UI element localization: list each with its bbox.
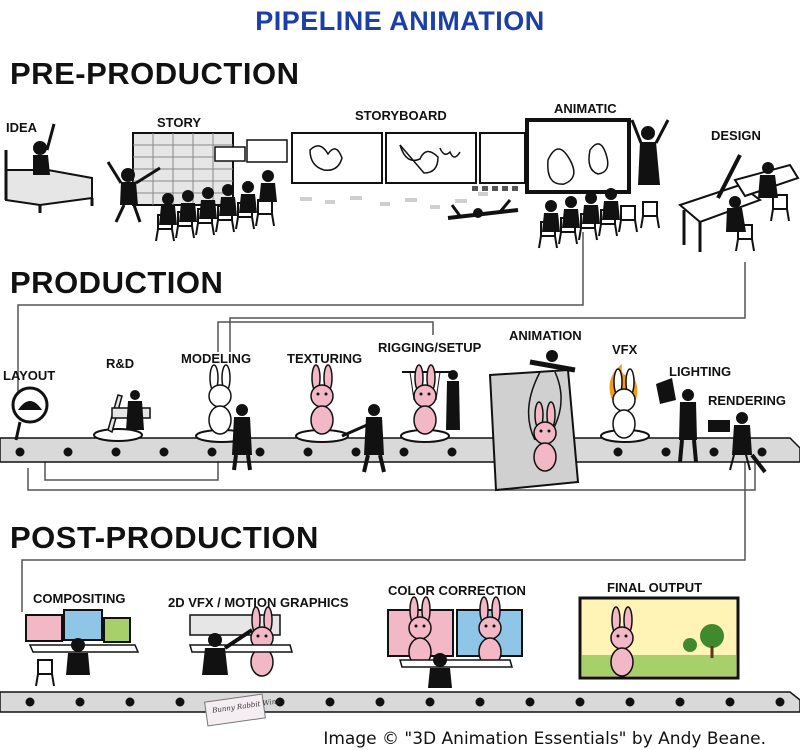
label-texturing: TEXTURING bbox=[287, 351, 363, 366]
section-heading-production: PRODUCTION bbox=[10, 265, 224, 300]
section-heading-post-production: POST-PRODUCTION bbox=[10, 520, 319, 555]
label-rendering: RENDERING bbox=[708, 393, 787, 408]
rendering-camera-illustration bbox=[708, 412, 767, 474]
label-vfx: VFX bbox=[612, 342, 638, 357]
connector-lines bbox=[17, 232, 756, 612]
storyboard-panels bbox=[291, 132, 526, 220]
label-color-correction: COLOR CORRECTION bbox=[388, 583, 526, 598]
vfx2d-desk-illustration bbox=[189, 606, 293, 727]
texturing-bunny-illustration bbox=[295, 364, 386, 473]
label-layout: LAYOUT bbox=[3, 368, 56, 383]
label-storyboard: STORYBOARD bbox=[355, 108, 447, 123]
label-modeling: MODELING bbox=[181, 351, 252, 366]
story-board-illustration bbox=[106, 132, 288, 242]
label-rnd: R&D bbox=[106, 356, 135, 371]
idea-bed-illustration bbox=[4, 123, 94, 213]
animation-screen-illustration bbox=[488, 350, 580, 492]
label-compositing: COMPOSITING bbox=[33, 591, 126, 606]
label-rigging-setup: RIGGING/SETUP bbox=[378, 340, 482, 355]
label-animatic: ANIMATIC bbox=[554, 101, 617, 116]
label-animation: ANIMATION bbox=[509, 328, 582, 343]
production-conveyor-belt bbox=[0, 437, 800, 463]
rnd-turntable-illustration bbox=[93, 390, 151, 442]
rigging-bunny-illustration bbox=[400, 364, 460, 443]
animatic-screen-illustration bbox=[525, 118, 670, 249]
page-title: PIPELINE ANIMATION bbox=[255, 6, 545, 36]
label-idea: IDEA bbox=[6, 120, 38, 135]
final-output-screen-illustration bbox=[578, 596, 740, 680]
label-2d-vfx-motion-graphics: 2D VFX / MOTION GRAPHICS bbox=[168, 595, 349, 610]
image-credit: Image © "3D Animation Essentials" by And… bbox=[323, 729, 766, 749]
layout-camera-illustration bbox=[11, 386, 49, 441]
post-conveyor-belt bbox=[0, 691, 800, 713]
label-final-output: FINAL OUTPUT bbox=[607, 580, 703, 595]
color-correction-monitors-illustration bbox=[387, 596, 523, 688]
compositing-desk-illustration bbox=[25, 609, 140, 687]
lighting-lamp-illustration bbox=[656, 378, 698, 463]
label-story: STORY bbox=[157, 115, 202, 130]
modeling-bunny-illustration bbox=[195, 364, 252, 471]
label-design: DESIGN bbox=[711, 128, 761, 143]
design-desks-illustration bbox=[678, 154, 800, 252]
section-heading-pre-production: PRE-PRODUCTION bbox=[10, 56, 300, 91]
vfx-flame-bunny-illustration bbox=[600, 364, 650, 443]
label-lighting: LIGHTING bbox=[669, 364, 732, 379]
